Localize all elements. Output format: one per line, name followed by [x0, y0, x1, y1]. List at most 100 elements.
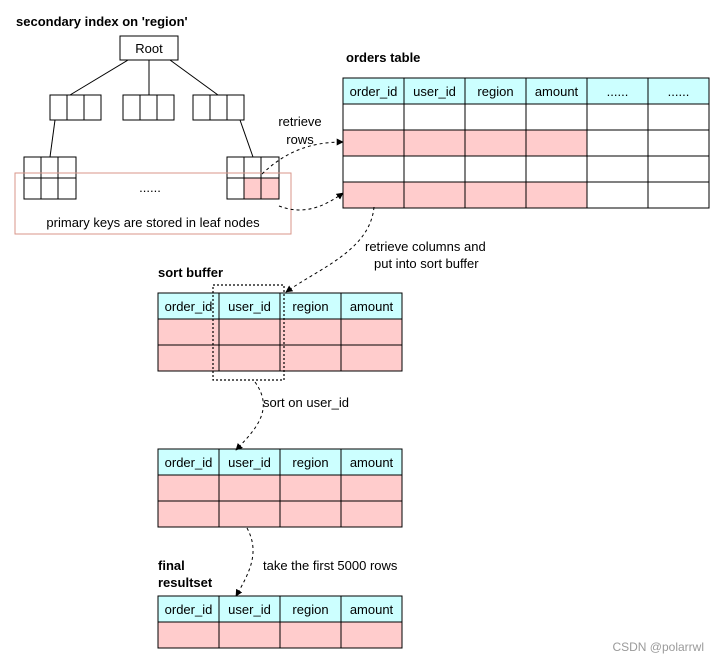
retrieved-cell [340, 500, 403, 528]
orders-table-title: orders table [346, 50, 420, 65]
retrieved-cell [525, 181, 588, 209]
tree-edge [239, 119, 254, 158]
header-label: order_id [165, 602, 213, 617]
tree-edge [169, 59, 219, 96]
retrieved-cell [218, 500, 281, 528]
table-cell [586, 155, 649, 183]
table-cell [403, 155, 466, 183]
leaf-ellipsis: ...... [139, 180, 161, 195]
sort-buffer-title: sort buffer [158, 265, 223, 280]
header-cell [342, 77, 405, 105]
table-cell [464, 155, 527, 183]
index-title: secondary index on 'region' [16, 14, 188, 29]
table-cell [647, 103, 710, 131]
retrieved-cell [157, 621, 220, 649]
header-label: order_id [165, 299, 213, 314]
retrieve-columns-label-line2: put into sort buffer [374, 256, 479, 271]
table-cell [464, 103, 527, 131]
header-label: amount [535, 84, 579, 99]
header-cell [279, 595, 342, 623]
retrieved-cell [279, 344, 342, 372]
header-label: ...... [668, 84, 690, 99]
header-cell [340, 292, 403, 320]
header-cell [279, 292, 342, 320]
retrieve-columns-label-line1: retrieve columns and [365, 239, 486, 254]
header-cell [464, 77, 527, 105]
retrieved-cell [525, 129, 588, 157]
retrieved-cell [157, 474, 220, 502]
header-label: amount [350, 299, 394, 314]
root-label: Root [135, 41, 163, 56]
table-cell [525, 155, 588, 183]
header-label: order_id [165, 455, 213, 470]
retrieved-cell [464, 181, 527, 209]
sort-label: sort on user_id [263, 395, 349, 410]
root-node [119, 35, 179, 61]
header-cell [218, 595, 281, 623]
retrieved-cell [279, 318, 342, 346]
primary-key-cell [260, 177, 280, 200]
header-label: amount [350, 602, 394, 617]
orders-table: order_id user_id region amount............ [342, 77, 710, 209]
take-arrow [235, 527, 254, 597]
internal-node [122, 94, 175, 121]
table-cell [586, 103, 649, 131]
retrieve-rows-arrow [261, 138, 344, 175]
retrieved-cell [218, 344, 281, 372]
retrieved-cell [340, 621, 403, 649]
header-cell [403, 77, 466, 105]
header-label: user_id [228, 455, 271, 470]
header-label: region [477, 84, 513, 99]
retrieved-cell [279, 500, 342, 528]
table-cell [403, 103, 466, 131]
table-cell [647, 129, 710, 157]
retrieved-cell [403, 181, 466, 209]
retrieved-cell [157, 318, 220, 346]
header-label: region [292, 299, 328, 314]
sort-arrow [235, 381, 264, 451]
retrieved-cell [342, 181, 405, 209]
table-cell [586, 181, 649, 209]
retrieved-cell [218, 621, 281, 649]
retrieved-cell [403, 129, 466, 157]
retrieved-cell [340, 474, 403, 502]
user-id-column-highlight [212, 284, 285, 381]
leaf-node [23, 156, 77, 200]
internal-node [49, 94, 102, 121]
retrieved-cell [157, 344, 220, 372]
tree-edge [69, 59, 129, 96]
leaf-note-label: primary keys are stored in leaf nodes [46, 215, 260, 230]
header-cell [157, 448, 220, 476]
header-label: region [292, 602, 328, 617]
retrieve-rows-arrow [278, 192, 344, 211]
leaf-node [226, 156, 280, 200]
header-label: user_id [228, 299, 271, 314]
retrieved-cell [342, 129, 405, 157]
final-title-line2: resultset [158, 575, 213, 590]
header-label: user_id [413, 84, 456, 99]
header-cell [340, 448, 403, 476]
table-cell [525, 103, 588, 131]
retrieve-columns-arrow [285, 206, 375, 293]
retrieved-cell [157, 500, 220, 528]
retrieve-rows-label-line2: rows [286, 132, 314, 147]
take-label: take the first 5000 rows [263, 558, 398, 573]
watermark: CSDN @polarrwl [612, 640, 704, 654]
retrieve-rows-label-line1: retrieve [278, 114, 321, 129]
header-cell [647, 77, 710, 105]
retrieved-cell [218, 318, 281, 346]
tree-edge [49, 119, 56, 158]
table-cell [586, 129, 649, 157]
retrieved-cell [464, 129, 527, 157]
leaf-note-box [14, 172, 292, 235]
header-label: order_id [350, 84, 398, 99]
btree-index: Root [14, 35, 292, 235]
retrieved-cell [279, 474, 342, 502]
retrieved-cell [340, 318, 403, 346]
retrieved-cell [279, 621, 342, 649]
header-label: ...... [607, 84, 629, 99]
header-cell [340, 595, 403, 623]
